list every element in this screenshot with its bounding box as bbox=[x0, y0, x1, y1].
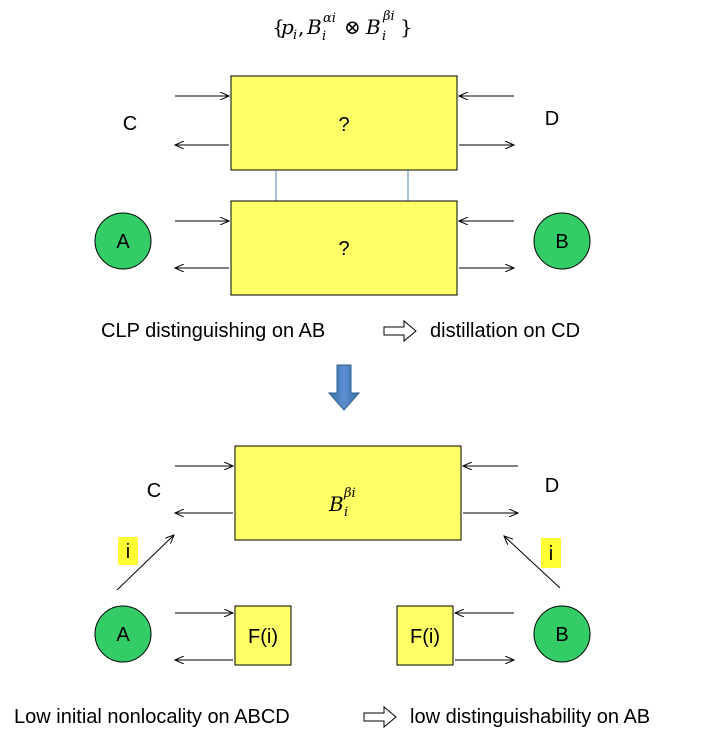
formula-B2-sub: i bbox=[382, 29, 386, 44]
node-b-bottom bbox=[533, 605, 591, 663]
caption-2-right: low distinguishability on AB bbox=[410, 706, 650, 728]
formula-alpha-sup: αi bbox=[323, 11, 336, 26]
formula-B1-sub: i bbox=[322, 29, 326, 44]
node-a-bottom bbox=[94, 605, 152, 663]
label-c-top: C bbox=[123, 113, 137, 135]
upper-box bbox=[230, 75, 458, 171]
f-box-left-label: F(i) bbox=[248, 626, 278, 648]
formula-B2: B bbox=[365, 15, 381, 39]
f-box-left bbox=[234, 605, 292, 666]
node-a-bottom-label: A bbox=[116, 624, 130, 646]
tag-i-left-label: i bbox=[126, 541, 130, 563]
down-arrow-icon bbox=[327, 364, 361, 411]
node-b-bottom-label: B bbox=[555, 624, 568, 646]
lower-box-label: ? bbox=[338, 238, 349, 260]
implies-arrow-icon-2 bbox=[363, 705, 397, 729]
f-box-right bbox=[396, 605, 454, 666]
node-a-top-label: A bbox=[116, 231, 130, 253]
arrow-a-to-c bbox=[116, 535, 174, 591]
node-b-top bbox=[533, 212, 591, 270]
formula-comma: , bbox=[298, 15, 304, 39]
caption-1: CLP distinguishing on AB distillation on… bbox=[101, 319, 580, 343]
caption-1-left: CLP distinguishing on AB bbox=[101, 320, 325, 342]
implies-arrow-icon-1 bbox=[383, 319, 417, 343]
formula-beta-sup: βi bbox=[382, 9, 395, 24]
tag-i-right bbox=[541, 538, 561, 568]
formula-close-brace: } bbox=[400, 15, 413, 39]
label-d-top: D bbox=[545, 108, 559, 130]
formula-open-brace: { bbox=[272, 15, 285, 39]
bottom-diagram: B βi i C D i i A B F(i) F(i) bbox=[94, 445, 591, 666]
lower-box bbox=[230, 200, 458, 296]
caption-2-left: Low initial nonlocality on ABCD bbox=[14, 706, 290, 728]
tag-i-left bbox=[118, 537, 138, 565]
upper-box-label: ? bbox=[338, 114, 349, 136]
formula-B1: B bbox=[306, 15, 322, 39]
label-d-bottom: D bbox=[545, 475, 559, 497]
bottom-box-B: B bbox=[328, 492, 344, 516]
top-formula: { p i , B αi i ⊗ B βi i } bbox=[272, 9, 413, 44]
bottom-box-sub: i bbox=[344, 505, 348, 520]
arrow-b-to-d bbox=[504, 536, 561, 589]
f-box-right-label: F(i) bbox=[410, 626, 440, 648]
bottom-box bbox=[234, 445, 462, 541]
formula-p: p bbox=[281, 15, 294, 39]
node-a-top bbox=[94, 212, 152, 270]
formula-otimes: ⊗ bbox=[344, 15, 361, 39]
node-b-top-label: B bbox=[555, 231, 568, 253]
caption-2: Low initial nonlocality on ABCD low dist… bbox=[14, 705, 650, 729]
top-diagram: ? ? C D A B bbox=[94, 75, 591, 296]
bottom-box-beta: βi bbox=[343, 486, 356, 501]
formula-p-sub: i bbox=[293, 28, 297, 43]
label-c-bottom: C bbox=[147, 480, 161, 502]
tag-i-right-label: i bbox=[549, 543, 553, 565]
caption-1-right: distillation on CD bbox=[430, 320, 580, 342]
